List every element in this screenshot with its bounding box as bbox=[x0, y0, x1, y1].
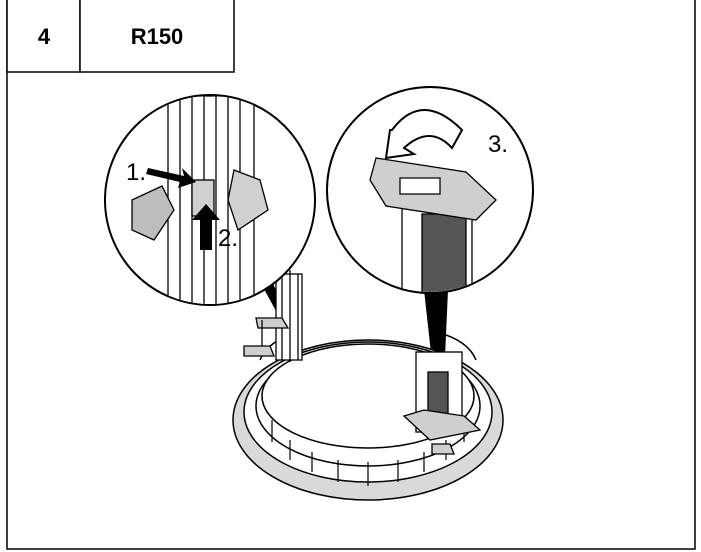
rotate-arrow-icon bbox=[384, 109, 464, 160]
step-number: 4 bbox=[38, 24, 51, 49]
header: 4 R150 bbox=[6, 0, 235, 73]
right-clip bbox=[402, 351, 482, 455]
model-box bbox=[79, 0, 235, 73]
lift-arrow-icon bbox=[192, 204, 220, 250]
step-3-label: 3. bbox=[488, 131, 508, 158]
left-post bbox=[243, 270, 303, 362]
panel-border bbox=[6, 0, 696, 550]
zoom-detail-rotate: 3. bbox=[326, 86, 534, 294]
step-1-label: 1. bbox=[126, 159, 146, 186]
zoom-detail-release: 1. 2. bbox=[104, 94, 316, 306]
step-2-label: 2. bbox=[218, 225, 238, 252]
model-label: R150 bbox=[131, 24, 184, 49]
push-arrow-icon bbox=[146, 168, 196, 188]
